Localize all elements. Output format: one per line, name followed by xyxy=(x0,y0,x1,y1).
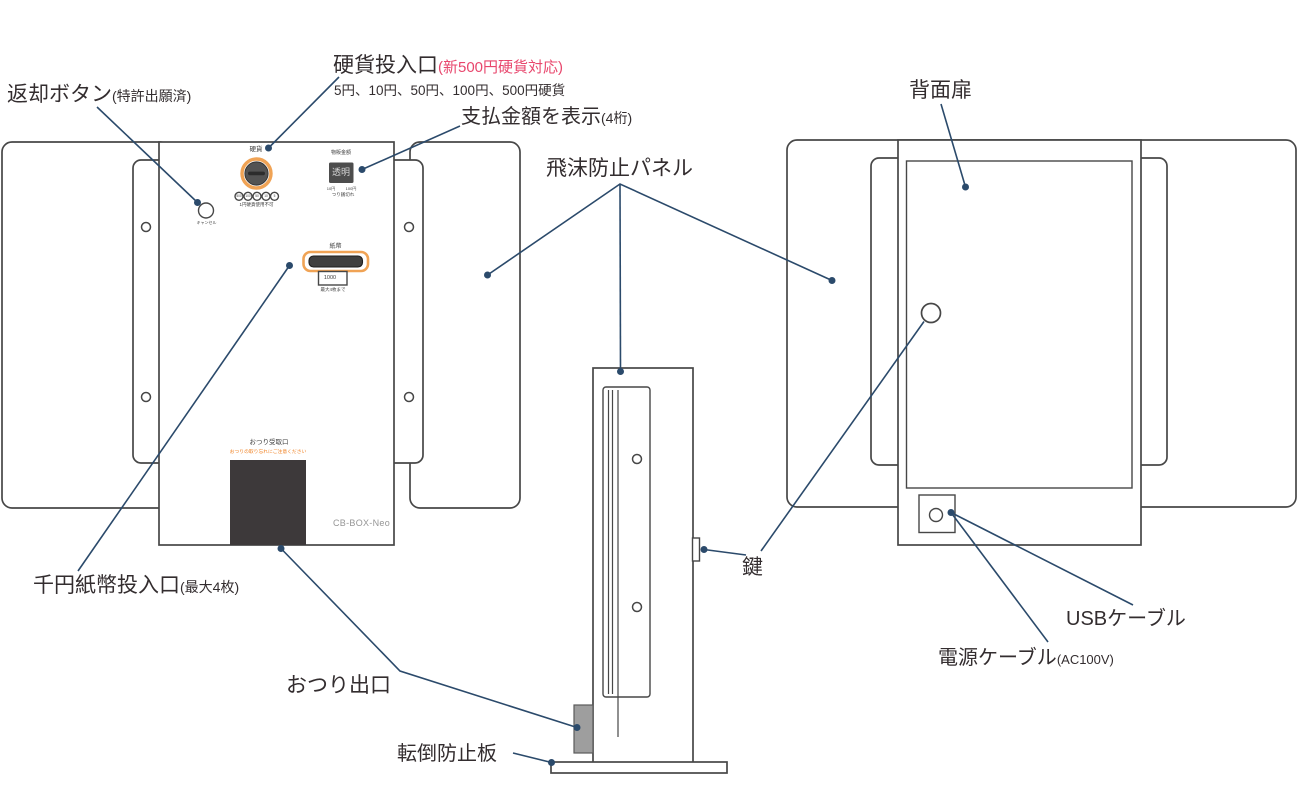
panel-coin-note: 1円硬貨使用不可 xyxy=(239,201,274,207)
side-panel-bracket xyxy=(602,386,651,698)
panel-bill-label: 紙幣 xyxy=(329,243,342,250)
callout-return-button-main: 返却ボタン xyxy=(7,83,112,106)
leader-usb-cable xyxy=(950,511,1134,606)
leader-coin-slot xyxy=(267,76,340,149)
screw-icon xyxy=(403,391,415,403)
display-indicator-change-empty: つり銭切れ xyxy=(331,191,355,197)
coin-icon-50: 50 xyxy=(255,193,259,198)
leader-splash-panel-center xyxy=(619,183,622,372)
screw-icon xyxy=(631,453,643,465)
leader-splash-panel xyxy=(487,183,833,282)
callout-usb-cable: USBケーブル xyxy=(1066,608,1186,630)
bill-slot[interactable] xyxy=(302,250,370,273)
callout-tip-plate: 転倒防止板 xyxy=(397,743,497,765)
callout-payment-display-sub: (4桁) xyxy=(601,110,633,126)
callout-coin-slot-sub: (新500円硬貨対応) xyxy=(438,59,564,76)
screw-icon xyxy=(403,221,415,233)
front-view xyxy=(1,141,521,546)
callout-change-outlet: おつり出口 xyxy=(286,674,391,697)
leader-tip-plate xyxy=(512,752,552,764)
panel-change-warning: おつりの取り忘れにご注意ください xyxy=(229,450,307,455)
display-value: 透明 xyxy=(331,167,351,177)
return-button[interactable] xyxy=(197,202,215,219)
screw-icon xyxy=(140,391,152,403)
leader-change-outlet xyxy=(280,547,578,729)
cable-port-hole xyxy=(928,507,944,523)
leader-bill-slot xyxy=(77,265,291,572)
callout-power-cable-sub: (AC100V) xyxy=(1056,652,1114,667)
panel-change-label: おつり受取口 xyxy=(249,438,289,446)
coin-denomination-icons xyxy=(234,191,280,202)
coin-icon-500: 500 xyxy=(236,193,242,198)
brand-logo: CB-BOX-Neo xyxy=(333,518,391,528)
display-title: 物販金額 xyxy=(330,149,352,156)
bill-sample-box xyxy=(317,270,348,286)
callout-return-button: 返却ボタン(特許出願済) xyxy=(7,83,192,106)
callout-return-button-sub: (特許出願済) xyxy=(112,88,192,104)
leader-key-side xyxy=(703,548,747,556)
coin-slot[interactable] xyxy=(240,157,273,190)
leader-return-button xyxy=(96,106,199,204)
leader-back-door xyxy=(940,103,967,188)
screw-icon xyxy=(140,221,152,233)
callout-coin-slot-main: 硬貨投入口 xyxy=(333,54,438,77)
leader-key-back xyxy=(760,321,925,552)
key-lock-side[interactable] xyxy=(691,537,701,562)
coin-icon-5: 5 xyxy=(273,193,276,198)
coin-icon-100: 100 xyxy=(245,193,251,198)
callout-power-cable-main: 電源ケーブル xyxy=(938,647,1057,669)
callout-bill-slot-sub: (最大4枚) xyxy=(180,579,240,595)
front-splash-panel-right xyxy=(409,141,521,509)
display-indicator-100yen: 100円 xyxy=(345,185,357,191)
panel-cancel-label: キャンセル xyxy=(196,219,217,225)
callout-back-door: 背面扉 xyxy=(909,79,972,102)
panel-bill-value: 1000 xyxy=(323,274,337,281)
callout-bill-slot-main: 千円紙幣投入口 xyxy=(33,574,180,597)
callout-payment-display-main: 支払金額を表示 xyxy=(461,106,601,128)
callout-power-cable: 電源ケーブル(AC100V) xyxy=(938,648,1114,669)
panel-coin-label: 硬貨 xyxy=(249,146,263,153)
display-indicator-10yen: 10円 xyxy=(326,185,336,191)
panel-bill-note: 最大4枚まで xyxy=(320,286,346,292)
leader-payment-display xyxy=(361,125,461,171)
back-view xyxy=(786,139,1297,546)
amount-display xyxy=(329,162,354,183)
back-door[interactable] xyxy=(905,160,1133,489)
change-outlet-front[interactable] xyxy=(230,460,306,545)
callout-key: 鍵 xyxy=(742,556,763,579)
callout-bill-slot: 千円紙幣投入口(最大4枚) xyxy=(33,574,240,597)
screw-icon xyxy=(631,601,643,613)
side-view xyxy=(550,367,728,774)
leader-lines xyxy=(77,76,1134,766)
key-lock-hole[interactable] xyxy=(920,302,942,324)
callout-payment-display: 支払金額を表示(4桁) xyxy=(461,107,632,128)
callout-coin-slot-detail: 5円、10円、50円、100円、500円硬貨 xyxy=(334,83,566,98)
callout-splash-panel: 飛沫防止パネル xyxy=(546,157,693,180)
leader-power-cable xyxy=(950,512,1049,643)
coin-icon-10: 10 xyxy=(264,193,268,198)
callout-coin-slot: 硬貨投入口(新500円硬貨対応) xyxy=(333,54,564,77)
anti-tip-plate xyxy=(550,761,728,774)
